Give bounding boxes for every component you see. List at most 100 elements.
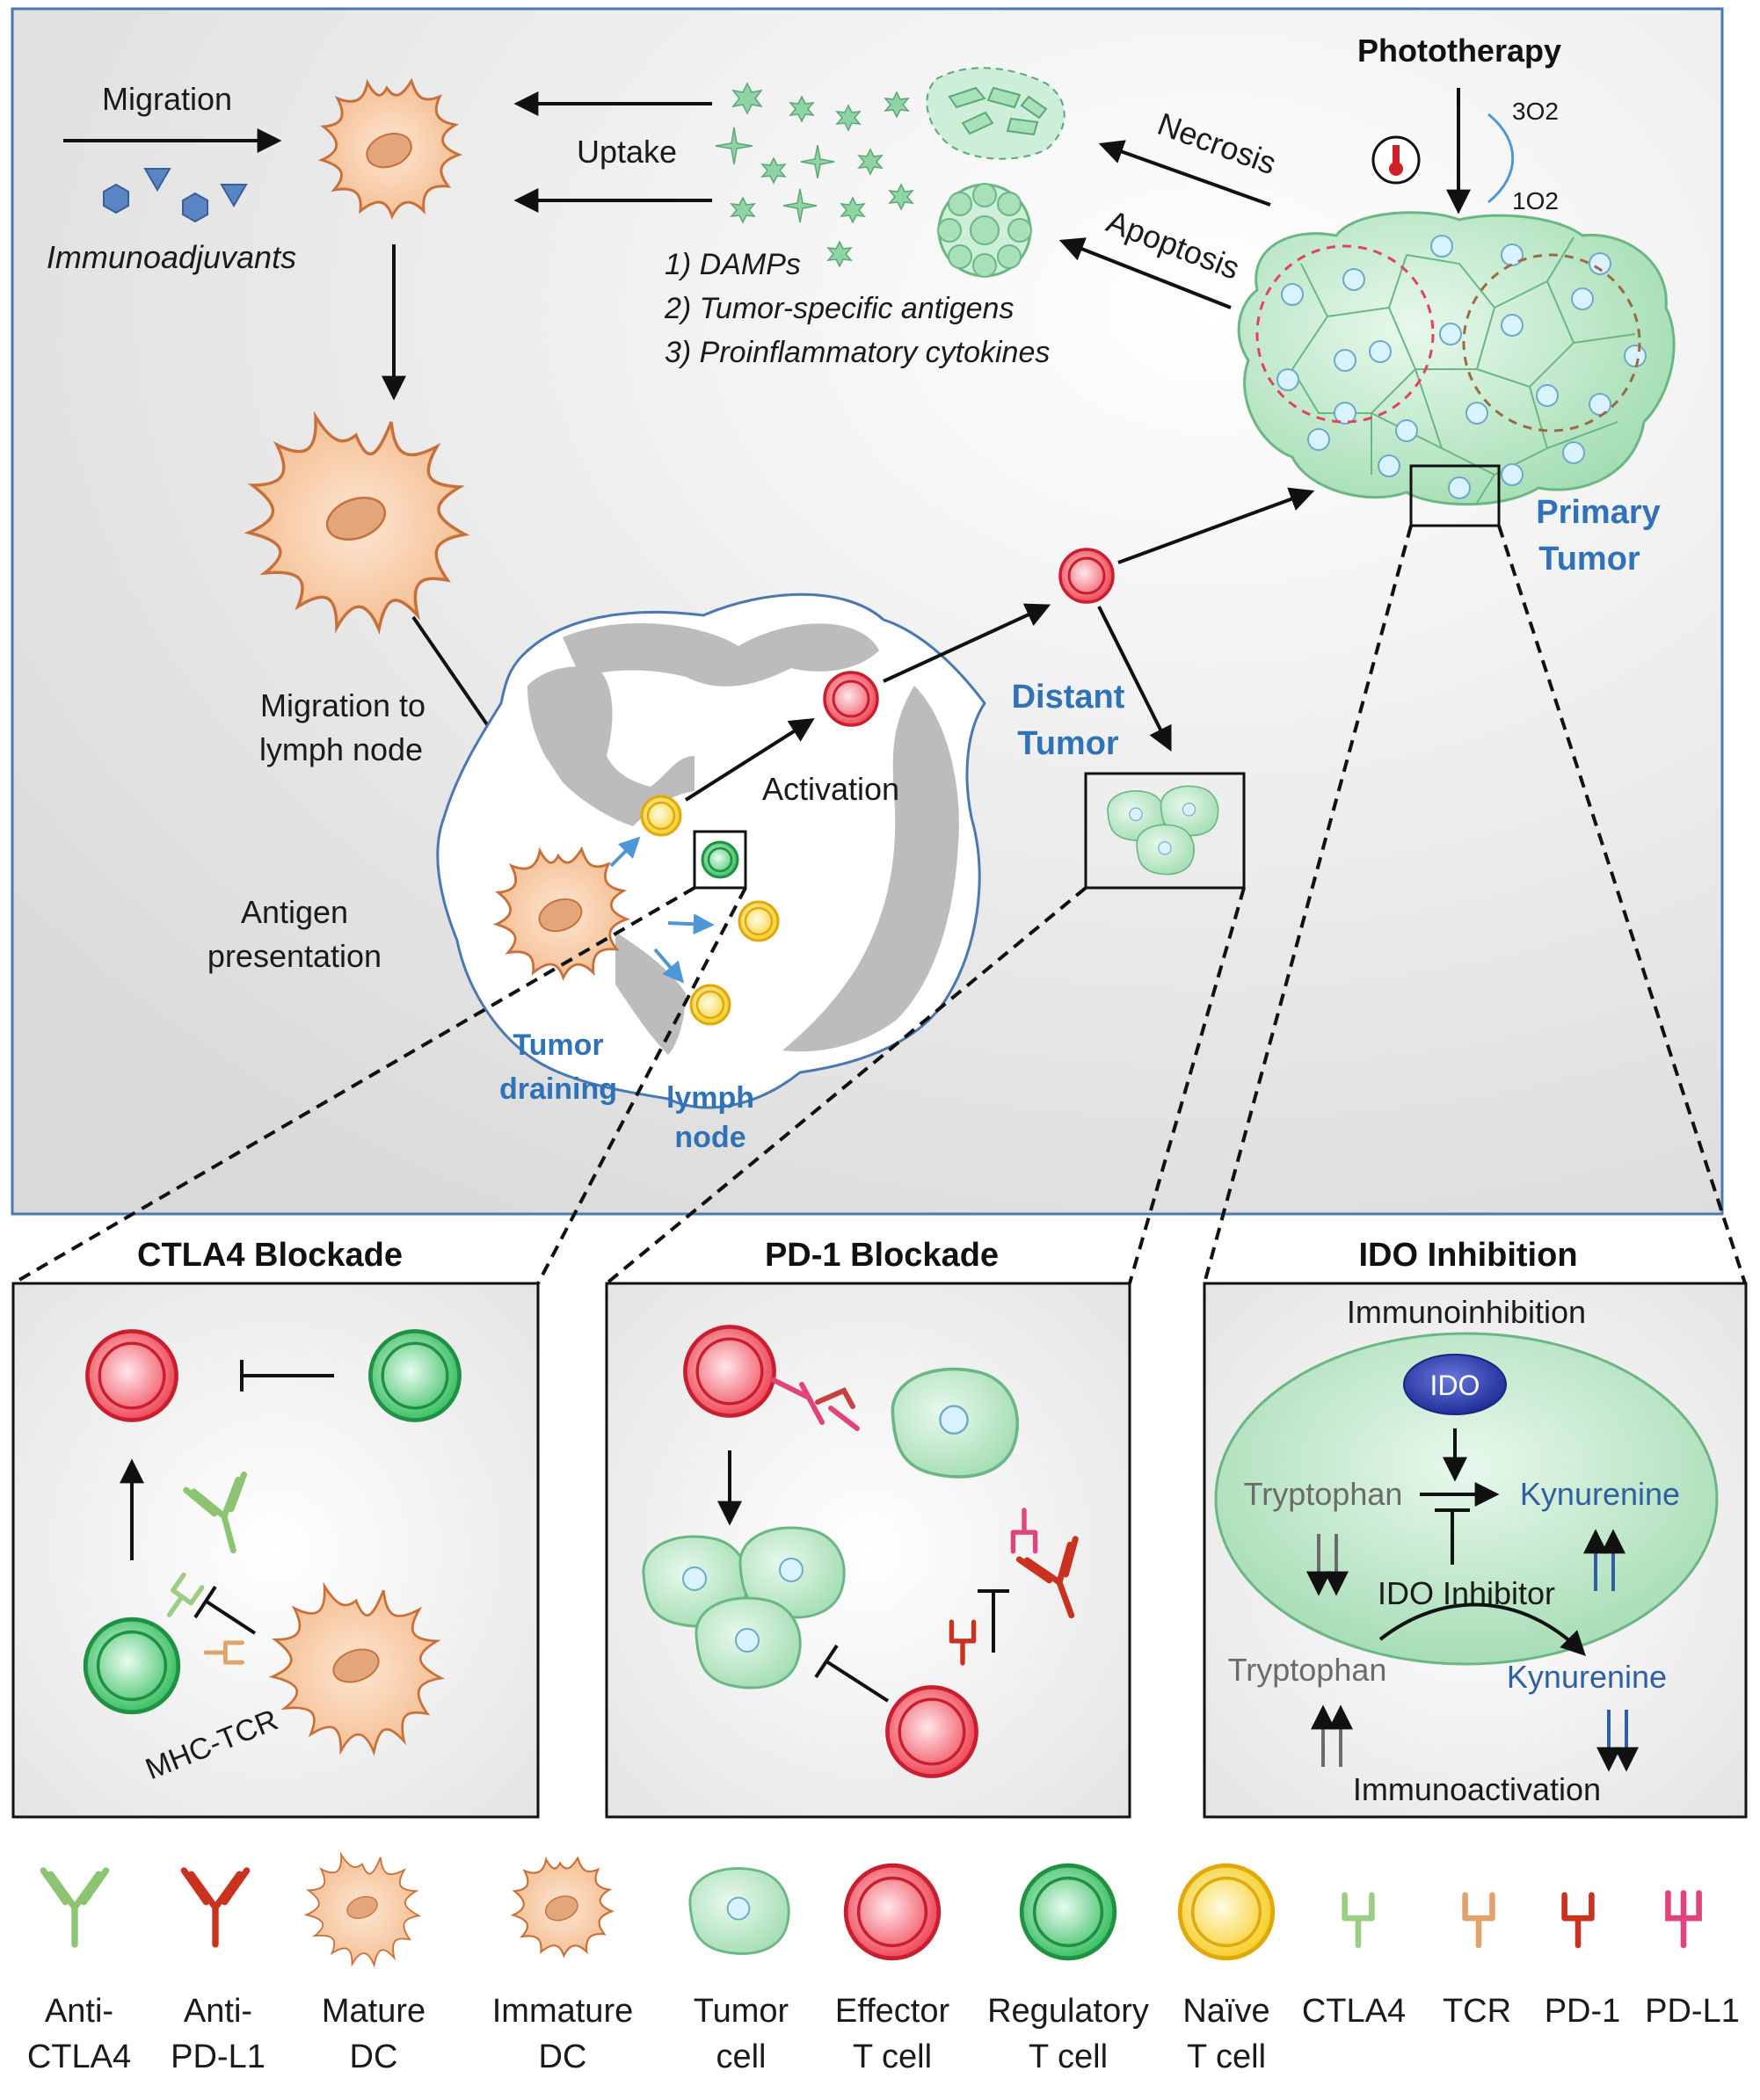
tcr-receptor-icon — [1465, 1895, 1493, 1945]
mature-dc-icon — [305, 1853, 420, 1966]
apoptotic-cell-icon — [937, 183, 1032, 278]
effector-t-cell-icon — [846, 1865, 939, 1958]
triplet-oxygen-label: 3O2 — [1512, 98, 1559, 125]
legend-label-immature-dc-0: Immature — [492, 1993, 633, 2030]
kynurenine-down-arrows-icon — [1596, 1710, 1639, 1772]
legend-label-naive-t-cell-1: T cell — [1187, 2038, 1266, 2075]
phototherapy-label: Phototherapy — [1357, 33, 1561, 69]
activation-label: Activation — [762, 771, 899, 807]
legend-label-tumor-cell-0: Tumor — [694, 1993, 789, 2030]
immunoadjuvants-label: Immunoadjuvants — [47, 239, 296, 275]
damps-item-1: 1) DAMPs — [665, 248, 801, 281]
legend-label-immature-dc-1: DC — [539, 2038, 587, 2075]
pd1-receptor-icon — [1565, 1895, 1592, 1945]
legend — [43, 1853, 1702, 1966]
pd1-tumor-inhibition-symbol — [814, 1644, 890, 1703]
primary-tumor-mass — [1237, 211, 1676, 506]
pd1-tumor-cell — [891, 1367, 1020, 1479]
ido-panel-title: IDO Inhibition — [1358, 1237, 1577, 1274]
migration-to-lymph-label-1: Migration to — [260, 687, 425, 723]
tryptophan-down-arrows-icon — [1306, 1534, 1349, 1596]
legend-label-ctla4-receptor-0: CTLA4 — [1302, 1993, 1406, 2030]
anti-ctla4-icon — [43, 1871, 105, 1944]
primary-tumor-label-1: Primary — [1536, 494, 1661, 531]
ctla4-panel-title: CTLA4 Blockade — [137, 1237, 403, 1274]
immunoadjuvant-particles-icon — [103, 168, 248, 223]
kynurenine-outer-label: Kynurenine — [1507, 1659, 1667, 1695]
necrosis-arrow — [1098, 140, 1271, 207]
pd1-panel-title: PD-1 Blockade — [765, 1237, 999, 1274]
legend-label-effector-t-cell-0: Effector — [835, 1993, 950, 2030]
tumor-cell-icon — [688, 1867, 790, 1955]
migration-to-lymph-label-2: lymph node — [259, 731, 423, 767]
ctla4-inhibition-symbol — [240, 1360, 334, 1392]
pd1-blockade-inhibition-symbol — [978, 1589, 1009, 1653]
singlet-oxygen-label: 1O2 — [1512, 187, 1559, 214]
activation-arrow — [684, 718, 815, 802]
ctla4-regulatory-t-cell — [370, 1331, 459, 1420]
lymph-node-label-1: lymph — [666, 1081, 754, 1115]
ido-enzyme — [1403, 1354, 1507, 1415]
legend-label-tcr-receptor-0: TCR — [1443, 1993, 1511, 2030]
legend-label-effector-t-cell-1: T cell — [853, 2038, 932, 2075]
thermometer-icon — [1371, 135, 1421, 185]
damps-item-3: 3) Proinflammatory cytokines — [665, 336, 1050, 369]
damps-item-2: 2) Tumor-specific antigens — [664, 292, 1014, 325]
presentation-arrow-1 — [609, 836, 641, 868]
anti-pdl1-icon — [184, 1871, 246, 1944]
legend-label-mature-dc-1: DC — [350, 2038, 398, 2075]
tryptophan-outer-label: Tryptophan — [1228, 1652, 1387, 1688]
tumor-draining-label-1: Tumor — [513, 1028, 603, 1062]
naive-t-cell-icon — [1177, 1863, 1276, 1961]
ctla4-effector-t-cell — [87, 1331, 176, 1420]
kynurenine-inner-label: Kynurenine — [1520, 1476, 1680, 1512]
apoptosis-arrow — [1058, 237, 1232, 309]
legend-label-anti-pdl1-1: PD-L1 — [171, 2038, 265, 2075]
presentation-arrow-3 — [653, 948, 685, 984]
naive-t-cell-1 — [640, 795, 682, 837]
kynurenine-up-arrows-icon — [1583, 1529, 1625, 1591]
uptake-label: Uptake — [577, 134, 677, 170]
naive-t-cell-3 — [689, 984, 731, 1026]
immature-dc-icon — [512, 1857, 614, 1957]
legend-label-regulatory-t-cell-0: Regulatory — [987, 1993, 1149, 2030]
lymph-node-label-2: node — [674, 1121, 745, 1154]
oxygen-conversion-arc — [1487, 113, 1515, 204]
immunoinhibition-label: Immunoinhibition — [1347, 1294, 1586, 1330]
ctla4-receptor-icon — [1345, 1895, 1372, 1945]
outer-conversion-arrow — [1378, 1602, 1586, 1656]
immunoactivation-label: Immunoactivation — [1353, 1771, 1601, 1807]
ido-inhibitor-symbol — [1435, 1508, 1470, 1565]
necrotic-debris-icon — [926, 67, 1065, 160]
effector-circulation-arrow — [883, 603, 1051, 683]
regulatory-zoom-box — [693, 830, 747, 890]
pd1-pdl1-binding-top — [771, 1377, 860, 1431]
antigen-presentation-label-2: presentation — [207, 938, 382, 974]
pd1-effector-t-cell-bottom — [887, 1687, 976, 1776]
antigen-presentation-label-1: Antigen — [241, 894, 348, 930]
ctla4-naive-cell — [85, 1619, 178, 1712]
tryptophan-up-arrows-icon — [1311, 1704, 1353, 1767]
distant-tumor-zoom-box — [1084, 772, 1246, 890]
pd1-effector-t-cell-top — [685, 1326, 774, 1415]
legend-label-pd1-receptor-0: PD-1 — [1545, 1993, 1621, 2030]
regulatory-t-cell-icon — [1022, 1865, 1115, 1958]
legend-label-anti-pdl1-0: Anti- — [184, 1993, 252, 2030]
to-primary-tumor-arrow — [1117, 487, 1315, 564]
to-distant-tumor-arrow — [1097, 606, 1172, 752]
legend-label-naive-t-cell-0: Naïve — [1182, 1993, 1269, 2030]
distant-tumor-label-2: Tumor — [1017, 725, 1119, 762]
damps-stars-icon — [715, 82, 914, 268]
presentation-arrow-2 — [667, 913, 715, 935]
legend-label-anti-ctla4-0: Anti- — [45, 1993, 113, 2030]
legend-label-pdl1-receptor-0: PD-L1 — [1645, 1993, 1740, 2030]
pdl1-receptor-icon — [1665, 1890, 1702, 1949]
primary-tumor-label-2: Tumor — [1538, 541, 1640, 578]
primary-tumor-zoom-box — [1409, 464, 1501, 527]
legend-label-regulatory-t-cell-1: T cell — [1029, 2038, 1108, 2075]
tryptophan-inner-label: Tryptophan — [1244, 1476, 1403, 1512]
legend-label-tumor-cell-1: cell — [716, 2038, 766, 2075]
legend-label-mature-dc-0: Mature — [322, 1993, 425, 2030]
